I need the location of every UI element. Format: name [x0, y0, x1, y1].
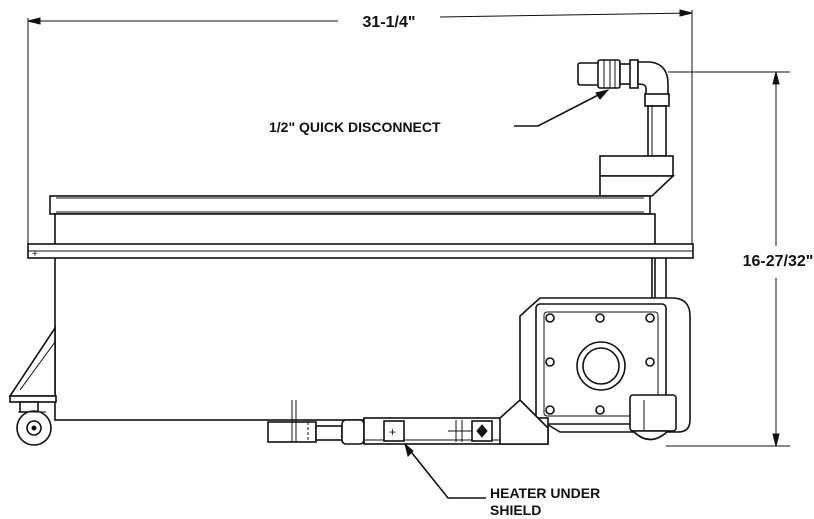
- width-arrow-right: [679, 9, 693, 17]
- quick-disconnect-callout: 1/2" QUICK DISCONNECT: [269, 89, 610, 135]
- gear-housing: [519, 297, 691, 441]
- quick-disconnect-label: 1/2" QUICK DISCONNECT: [269, 119, 441, 135]
- heater-label-line2: SHIELD: [490, 502, 541, 518]
- heater-label-line1: HEATER UNDER: [490, 485, 600, 501]
- front-caster: [8, 325, 57, 446]
- height-dimension: 16-27/32": [666, 71, 814, 447]
- svg-text:+: +: [32, 249, 38, 260]
- svg-text:+: +: [389, 425, 396, 439]
- height-arrow-bottom: [772, 433, 780, 447]
- heater-callout: HEATER UNDER SHIELD: [404, 442, 600, 518]
- heater-shield: +: [267, 398, 549, 445]
- top-grate: [49, 195, 651, 215]
- height-arrow-top: [772, 71, 780, 85]
- height-dimension-label: 16-27/32": [743, 253, 814, 270]
- hopper-chute: [599, 155, 675, 197]
- width-arrow-left: [27, 17, 41, 25]
- width-dimension-label: 31-1/4": [363, 14, 416, 31]
- width-dimension: 31-1/4": [27, 9, 693, 255]
- quick-disconnect-fitting: [577, 59, 670, 157]
